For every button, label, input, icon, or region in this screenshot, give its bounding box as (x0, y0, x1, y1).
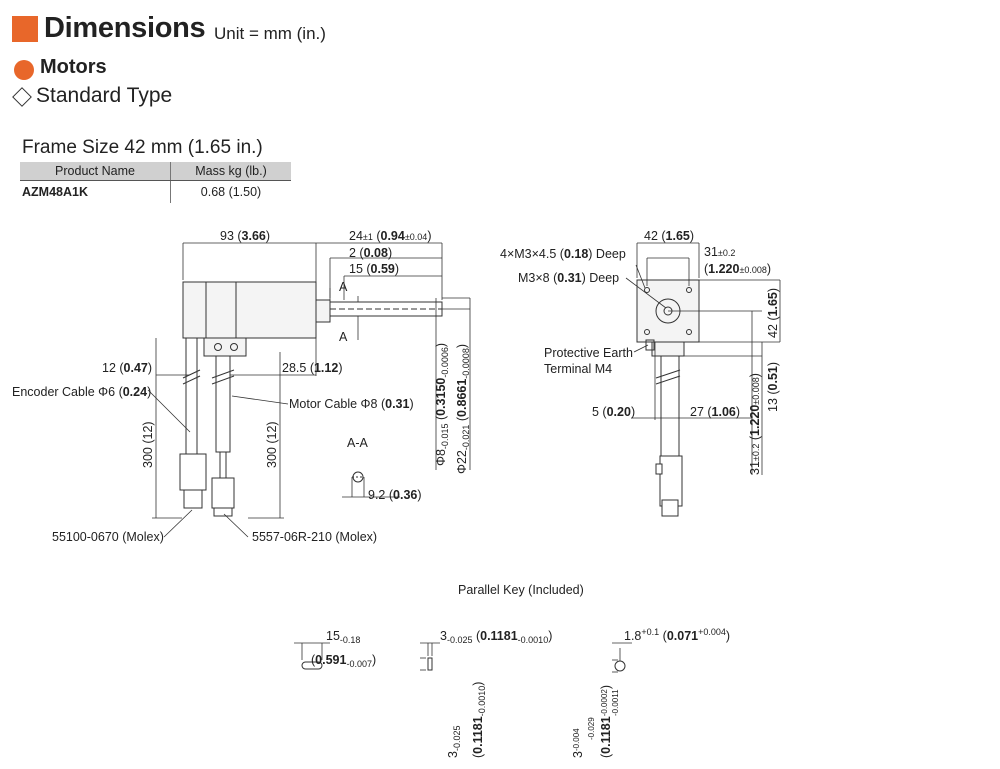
dimension-label: 3-0.025 (446, 726, 462, 758)
dimension-label: 1.8+0.1 (0.071+0.004) (624, 627, 730, 643)
dimension-label: 28.5 (1.12) (282, 361, 343, 375)
dimension-label: 3-0.025 (0.1181-0.0010) (440, 629, 552, 645)
dimension-label: -0.0011 (611, 689, 620, 716)
section-a-a (342, 471, 400, 498)
dimension-label: (0.1181-0.0010) (471, 682, 487, 758)
section-marker (12, 16, 38, 42)
dimension-label: Protective Earth (544, 346, 633, 360)
dimension-label: Φ8-0.015 (0.3150-0.0006) (434, 343, 450, 466)
spec-table: Product Name Mass kg (lb.) AZM48A1K 0.68… (20, 162, 291, 203)
col-header-product: Product Name (20, 162, 171, 181)
dimension-label: 15 (0.59) (349, 262, 399, 276)
dimension-label: 27 (1.06) (690, 405, 740, 419)
dimension-label: A-A (347, 436, 369, 450)
dimension-label: (0.591-0.007) (311, 653, 376, 669)
dimension-label: 55100-0670 (Molex) (52, 530, 164, 544)
dimension-label: 9.2 (0.36) (368, 488, 422, 502)
dimension-label: 93 (3.66) (220, 229, 270, 243)
dimension-label: 12 (0.47) (102, 361, 152, 375)
dimension-label: Terminal M4 (544, 362, 612, 376)
dimension-label: 5557-06R-210 (Molex) (252, 530, 377, 544)
parallel-key (294, 642, 632, 673)
dimension-label: 5 (0.20) (592, 405, 635, 419)
mass-cell: 0.68 (1.50) (170, 180, 291, 203)
parallel-key-title: Parallel Key (Included) (458, 583, 584, 597)
dimension-label: (1.220±0.008) (704, 262, 771, 276)
dimension-label: -0.029 (587, 717, 596, 740)
dimension-label: 300 (12) (141, 421, 155, 468)
dimension-label: A (339, 280, 348, 294)
product-name-cell: AZM48A1K (22, 185, 88, 199)
dimension-label: 42 (1.65) (644, 229, 694, 243)
dimension-label: 300 (12) (265, 421, 279, 468)
table-row: AZM48A1K 0.68 (1.50) (20, 180, 291, 203)
type-heading: Standard Type (36, 84, 173, 107)
dimension-label: 2 (0.08) (349, 246, 392, 260)
dimension-label: Motor Cable Φ8 (0.31) (289, 397, 414, 411)
side-view-motor (179, 281, 443, 517)
bullet-circle-icon (14, 60, 34, 80)
dimension-label: 4×M3×4.5 (0.18) Deep (500, 247, 626, 261)
front-view-motor (636, 279, 700, 517)
page-title: Dimensions (44, 12, 206, 44)
dimension-label: A (339, 330, 348, 344)
dimension-label: Φ22-0.021 (0.8661-0.0008) (455, 344, 471, 474)
category-heading: Motors (40, 56, 107, 78)
dimension-label: M3×8 (0.31) Deep (518, 271, 619, 285)
dimension-label: 31±0.2 (1.220±0.008) (748, 373, 762, 475)
dimension-label: 24±1 (0.94±0.04) (349, 229, 431, 243)
dimension-label: 15-0.18 (326, 629, 360, 645)
col-header-mass: Mass kg (lb.) (170, 162, 291, 181)
frame-size-title: Frame Size 42 mm (1.65 in.) (22, 137, 263, 158)
dimension-label: 3-0.004 (571, 728, 585, 758)
dimension-label: 42 (1.65) (766, 288, 780, 338)
unit-label: Unit = mm (in.) (214, 24, 326, 43)
dimension-label: 31±0.2 (704, 245, 735, 259)
dimension-label: 13 (0.51) (766, 362, 780, 412)
dimension-label: Encoder Cable Φ6 (0.24) (12, 385, 151, 399)
